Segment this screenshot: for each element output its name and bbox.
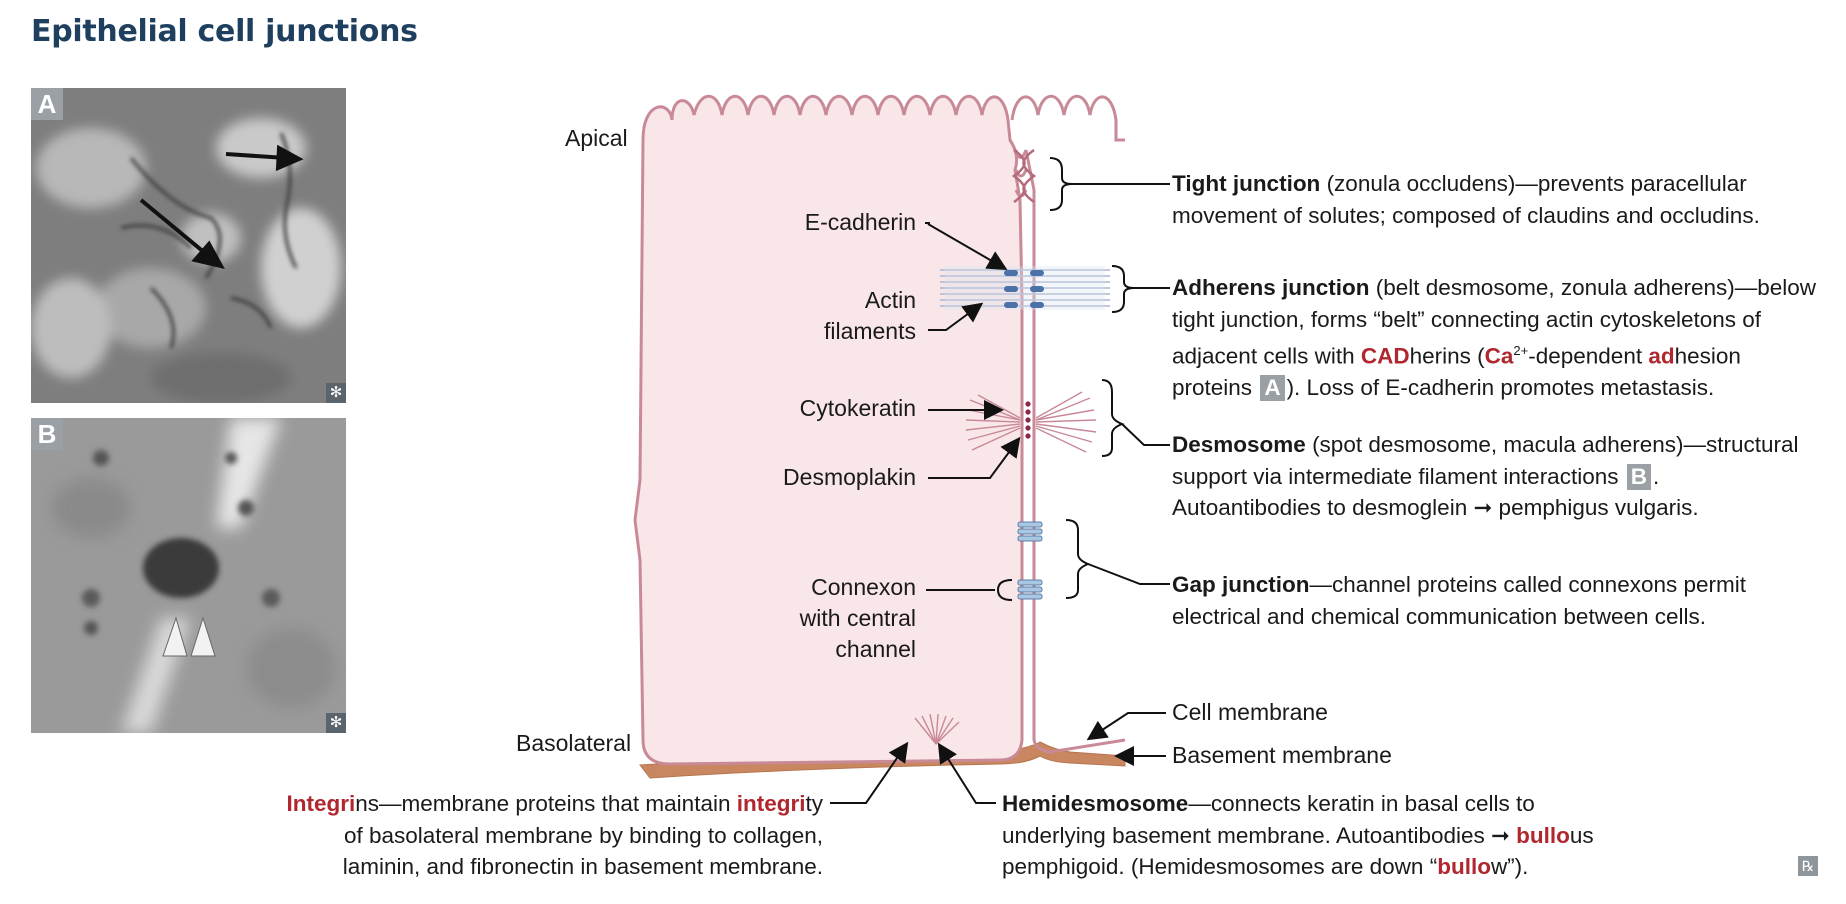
mnemonic-ca: Ca [1484,343,1514,369]
integrins-line-2: of basolateral membrane by binding to co… [343,822,823,848]
mnemonic-bullo-1: bullo [1516,822,1570,848]
integrins-term: Integri [286,791,356,816]
integrins-line-1b: ty [805,791,823,816]
integrins-line-3: laminin, and fibronectin in basement mem… [342,854,823,879]
gap-junction-term: Gap junction [1172,572,1310,597]
desmosome-line-2a: support via intermediate filament intera… [1172,463,1625,489]
rx-icon: ℞ [1798,856,1818,876]
gap-junction-description: Gap junction—channel proteins called con… [1172,569,1746,632]
label-actin-1: Actin [864,287,916,313]
connexon-channels [1017,521,1043,600]
tight-junction-term: Tight junction [1172,171,1321,196]
label-basolateral: Basolateral [516,730,632,756]
adherens-line-4b: ). Loss of E-cadherin promotes metastasi… [1286,375,1715,400]
tight-junction-twists [1011,148,1037,204]
integrins-line-1a: ns—membrane proteins that maintain [355,791,737,816]
label-apical: Apical [565,125,628,151]
label-basement-membrane: Basement membrane [1172,742,1392,768]
hemidesmosome-line-1: —connects keratin in basal cells to [1188,791,1535,816]
desmosome-line-1: (spot desmosome, macula adherens)—struct… [1305,432,1799,457]
desmosome-description: Desmosome (spot desmosome, macula adhere… [1172,429,1799,524]
adherens-junction-term: Adherens junction [1172,275,1370,300]
micrograph-a-image [31,88,346,403]
panel-b-badge: ✻ [326,713,346,733]
adherens-line-3c: -dependent [1528,343,1649,369]
hemidesmosome-line-3a: pemphigoid. (Hemidesmosomes are down “ [1002,854,1438,879]
label-e-cadherin: E-cadherin [804,209,916,235]
panel-a-badge: ✻ [326,383,346,403]
mnemonic-integri: integri [736,791,806,816]
micrograph-b-image [31,418,346,733]
label-connexon-1: Connexon [811,574,916,600]
micrograph-b: B ✻ [31,418,346,733]
page-title: Epithelial cell junctions [31,14,418,49]
hemidesmosome-term: Hemidesmosome [1002,791,1189,816]
figure-ref-b[interactable]: B [1626,463,1651,490]
micrograph-a: A ✻ [31,88,346,403]
label-connexon-2: with central [799,605,916,631]
mnemonic-ad: ad [1648,343,1675,369]
adherens-line-3d: hesion [1674,343,1741,369]
adherens-line-2: tight junction, forms “belt” connecting … [1172,306,1762,332]
adherens-line-3a: adjacent cells with [1172,343,1361,369]
adjacent-cell-membrane [1010,94,1125,142]
hemidesmosome-line-2a: underlying basement membrane. Autoantibo… [1002,822,1517,848]
actin-filaments [940,269,1110,307]
panel-b-letter: B [31,418,63,450]
label-cytokeratin: Cytokeratin [799,395,916,421]
hemidesmosome-line-2b: us [1569,822,1594,848]
desmosome-line-2b: . [1652,463,1660,489]
calcium-superscript: 2+ [1513,343,1529,358]
gap-line-2: electrical and chemical communication be… [1172,603,1707,629]
hemidesmosome-description: Hemidesmosome—connects keratin in basal … [1002,788,1594,883]
label-actin-2: filaments [823,318,916,344]
tight-line-1: (zonula occludens)—prevents paracellular [1320,171,1747,196]
desmosome-term: Desmosome [1172,432,1306,457]
lateral-membrane-outer [1024,149,1126,754]
hemidesmosome-line-3b: w”). [1490,854,1529,879]
integrins-description: Integrins—membrane proteins that maintai… [268,788,823,883]
desmoplakin-plaque [1025,401,1031,439]
e-cadherin-proteins [1004,270,1044,308]
adherens-line-1: (belt desmosome, zonula adherens)—below [1369,275,1816,300]
adherens-line-3b: herins ( [1409,343,1485,369]
adherens-line-4a: proteins [1172,375,1259,400]
tight-junction-description: Tight junction (zonula occludens)—preven… [1172,168,1760,231]
cytokeratin-filaments [965,391,1097,453]
label-connexon-3: channel [835,636,916,662]
mnemonic-cad: CAD [1360,343,1410,369]
mnemonic-bullo-2: bullo [1437,854,1491,879]
adherens-junction-description: Adherens junction (belt desmosome, zonul… [1172,272,1816,404]
panel-a-letter: A [31,88,63,120]
gap-line-1: —channel proteins called connexons permi… [1309,572,1747,597]
tight-line-2: movement of solutes; composed of claudin… [1172,202,1760,228]
desmosome-line-3: Autoantibodies to desmoglein ➞ pemphigus… [1172,495,1699,520]
epithelial-cell [633,94,1024,766]
hemidesmosome-filaments [914,713,960,745]
label-desmoplakin: Desmoplakin [783,464,916,490]
label-cell-membrane: Cell membrane [1172,699,1328,725]
figure-ref-a[interactable]: A [1260,375,1285,401]
